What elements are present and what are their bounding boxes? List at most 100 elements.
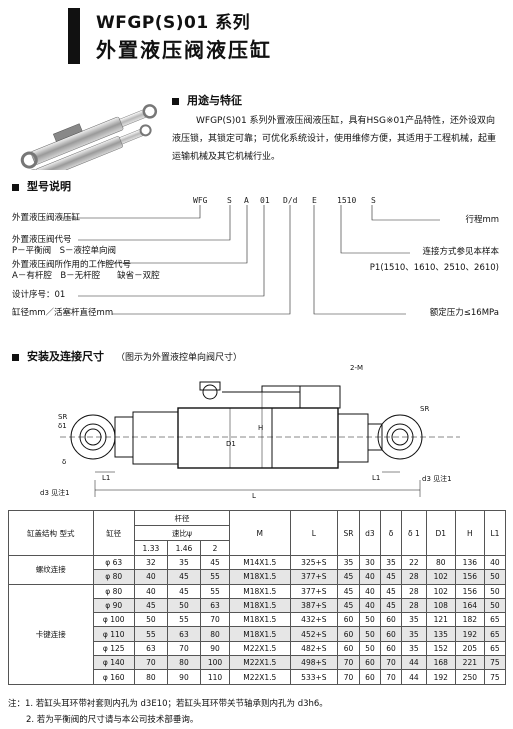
model-label: 外置液压阀代号 [12, 235, 72, 245]
table-cell: 377+S [289, 583, 339, 599]
table-cell: 75 [483, 655, 507, 671]
header-ratio-1: 1.33 [133, 540, 168, 556]
table-cell: M14X1.5 [229, 554, 291, 571]
table-cell: M18X1.5 [229, 583, 291, 599]
table-cell: 70 [379, 655, 403, 671]
table-cell: 44 [401, 669, 427, 685]
table-cell: 40 [133, 583, 168, 599]
table-cell: M18X1.5 [229, 597, 291, 614]
table-cell: 40 [358, 597, 381, 614]
table-cell: 35 [379, 554, 403, 571]
table-cell: 45 [166, 583, 201, 599]
code-part: D/d [283, 196, 298, 205]
code-part: A [244, 196, 249, 205]
table-cell: 100 [199, 655, 231, 671]
table-cell: 45 [337, 569, 360, 585]
table-cell: 70 [337, 669, 360, 685]
table-cell: 50 [483, 569, 507, 585]
table-cell: 55 [199, 569, 231, 585]
table-cell: 45 [379, 597, 403, 614]
model-label: 外置液压阀所作用的工作腔代号 [12, 260, 132, 270]
table-cell: 28 [401, 583, 427, 599]
table-cell: 60 [358, 669, 381, 685]
table-cell: φ 100 [92, 612, 135, 628]
table-cell: 35 [401, 612, 427, 628]
table-cell: 50 [358, 640, 381, 657]
table-cell: 136 [454, 554, 485, 571]
connection-options: P1(1510、1610、2510、2610) [369, 263, 499, 273]
code-part: S [371, 196, 376, 205]
code-part: 1510 [337, 196, 357, 205]
model-leader-lines [60, 205, 440, 315]
header-delta1: δ 1 [401, 510, 427, 556]
code-part: 01 [260, 196, 270, 205]
pressure-label: 额定压力≤16MPa [429, 308, 499, 318]
model-label: 外置液压阀液压缸 [12, 213, 81, 223]
table-cell: 498+S [289, 655, 339, 671]
header-l: L [289, 510, 339, 556]
table-cell: 35 [401, 640, 427, 657]
structure-cell: 卡键连接 [8, 583, 94, 685]
table-cell: 65 [483, 626, 507, 642]
header-rod: 杆径 [133, 510, 231, 526]
table-cell: 55 [166, 612, 201, 628]
table-cell: 45 [166, 569, 201, 585]
table-cell: 90 [199, 640, 231, 657]
header-l1: L1 [483, 510, 507, 556]
table-cell: φ 140 [92, 655, 135, 671]
table-cell: 30 [358, 554, 381, 571]
table-cell: 156 [454, 569, 485, 585]
table-cell: 192 [425, 669, 456, 685]
connection-label: 连接方式参见本样本 [422, 247, 499, 257]
table-cell: 50 [483, 583, 507, 599]
table-cell: 110 [199, 669, 231, 685]
label-delta1: δ1 [58, 422, 67, 430]
label-l1-left: L1 [102, 474, 111, 482]
header-d3: d3 [358, 510, 381, 556]
table-cell: 168 [425, 655, 456, 671]
table-cell: 60 [379, 612, 403, 628]
table-cell: φ 160 [92, 669, 135, 685]
table-cell: 533+S [289, 669, 339, 685]
table-cell: 135 [425, 626, 456, 642]
table-cell: 50 [166, 597, 201, 614]
table-cell: 63 [133, 640, 168, 657]
table-cell: 65 [483, 612, 507, 628]
install-heading: 安装及连接尺寸（图示为外置液控单向阀尺寸） [12, 348, 242, 364]
table-cell: 60 [337, 626, 360, 642]
table-cell: 182 [454, 612, 485, 628]
header-sr: SR [337, 510, 360, 556]
label-2m: 2-M [350, 364, 364, 372]
table-cell: 156 [454, 583, 485, 599]
table-cell: 325+S [289, 554, 339, 571]
table-cell: 121 [425, 612, 456, 628]
table-cell: 63 [199, 597, 231, 614]
table-cell: φ 80 [92, 583, 135, 599]
table-cell: M18X1.5 [229, 626, 291, 642]
bullet-square-icon [12, 183, 19, 191]
table-cell: 60 [337, 640, 360, 657]
header-ratio-3: 2 [199, 540, 231, 556]
table-cell: 50 [133, 612, 168, 628]
header-d1: D1 [425, 510, 456, 556]
code-part: E [312, 196, 317, 205]
table-cell: 70 [379, 669, 403, 685]
table-cell: 60 [379, 626, 403, 642]
page-subtitle: 外置液压阀液压缸 [96, 38, 272, 62]
table-cell: 40 [358, 583, 381, 599]
table-cell: 45 [199, 554, 231, 571]
table-cell: M22X1.5 [229, 669, 291, 685]
table-cell: 45 [379, 569, 403, 585]
label-l: L [252, 492, 256, 500]
table-cell: 80 [133, 669, 168, 685]
table-cell: 40 [483, 554, 507, 571]
model-label: 缸径mm／活塞杆直径mm [12, 308, 114, 318]
table-cell: M22X1.5 [229, 655, 291, 671]
header-m: M [229, 510, 291, 556]
stroke-label: 行程mm [465, 215, 499, 225]
table-cell: 60 [379, 640, 403, 657]
